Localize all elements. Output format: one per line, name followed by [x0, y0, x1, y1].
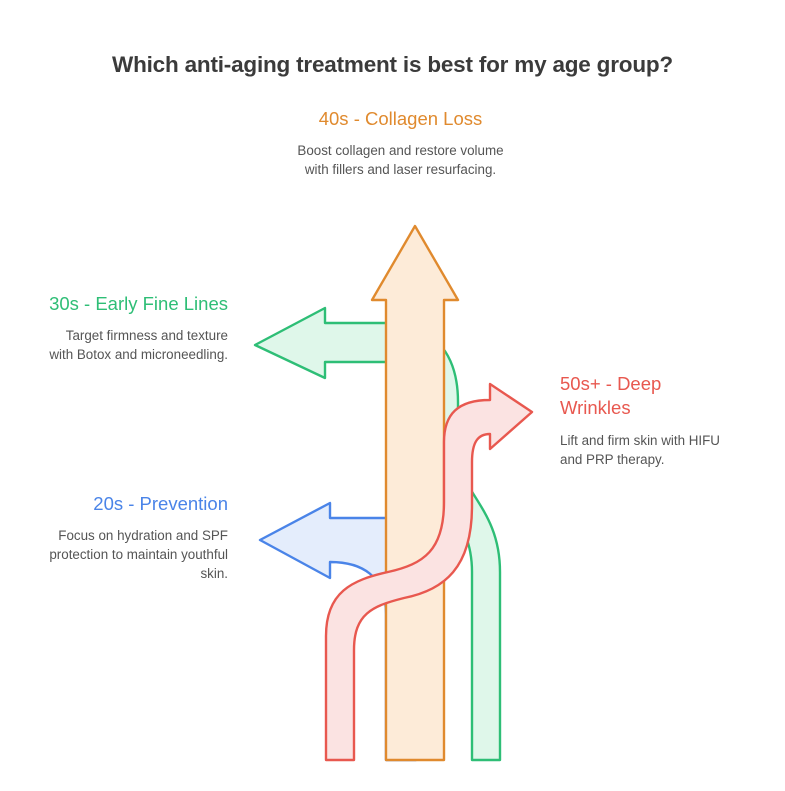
branch-body-40s: Boost collagen and restore volume with f… — [297, 143, 504, 178]
branch-heading-30s: 30s - Early Fine Lines — [49, 293, 228, 314]
branch-body-30s: Target firmness and texture with Botox a… — [49, 328, 228, 363]
branch-heading-40s: 40s - Collagen Loss — [318, 108, 483, 129]
branch-label-50s: 50s+ - Deep Wrinkles Lift and firm skin … — [560, 372, 728, 469]
page-title: Which anti-aging treatment is best for m… — [112, 52, 673, 77]
branch-label-30s: 30s - Early Fine Lines Target firmness a… — [40, 292, 228, 364]
blue-arrow-20s — [258, 501, 418, 762]
branch-heading-50s: 50s+ - Deep Wrinkles — [560, 373, 662, 419]
green-arrow-30s — [253, 306, 502, 762]
branch-heading-20s: 20s - Prevention — [93, 493, 228, 514]
branch-body-50s: Lift and firm skin with HIFU and PRP the… — [560, 432, 720, 467]
branch-body-20s: Focus on hydration and SPF protection to… — [49, 528, 228, 582]
red-arrow-50s — [324, 382, 534, 762]
branch-label-20s: 20s - Prevention Focus on hydration and … — [40, 492, 228, 584]
orange-arrow-40s — [370, 224, 460, 762]
branch-label-40s: 40s - Collagen Loss Boost collagen and r… — [293, 107, 508, 179]
